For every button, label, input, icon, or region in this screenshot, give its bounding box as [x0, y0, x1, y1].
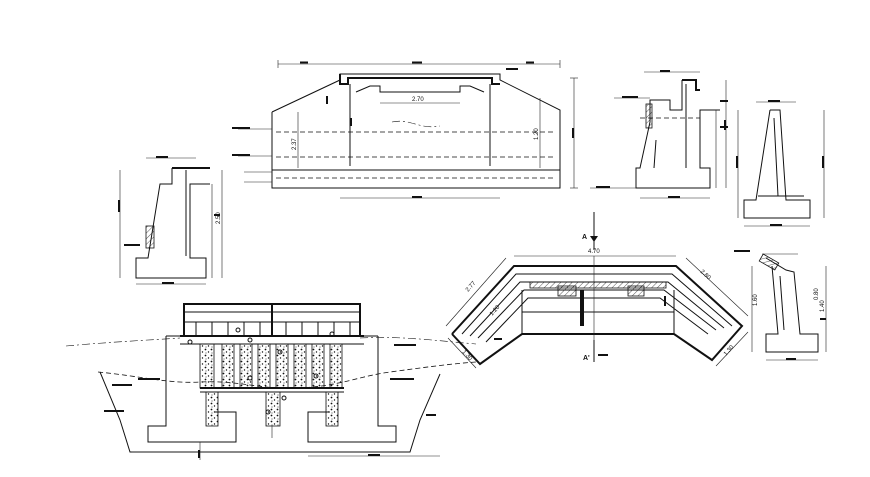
plan-left-end-dim: 1.30: [461, 349, 474, 362]
abutment-section-left: 2.50: [118, 156, 223, 285]
cross-section-view: 2.70 2.37 1.20: [232, 60, 578, 199]
section-mark-a-prime: A': [583, 355, 590, 362]
wing-right-top-dim: 0.80: [814, 288, 820, 300]
plan-view: A A' 4.70 2.77 2.80 1.20 1.30 1.30: [445, 212, 749, 369]
wing-wall-section-top-right: [736, 100, 825, 227]
cross-right-height-dim: 1.20: [534, 128, 540, 140]
plan-top-dim: 4.70: [588, 249, 600, 255]
abut-left-height-dim: 2.50: [216, 212, 222, 224]
railing-posts: [195, 322, 351, 336]
wing-right-height-dim: 1.60: [753, 294, 759, 306]
wing-wall-section-bottom-right: 1.60 0.80 1.40: [734, 250, 827, 361]
section-mark-a: A: [582, 234, 587, 241]
abutment-section-view: [590, 70, 728, 199]
bridge-elevation-view: [65, 303, 477, 460]
cross-center-dim: 2.70: [412, 97, 424, 103]
cross-height-dim: 2.37: [292, 138, 298, 150]
plan-left-slope-dim: 2.77: [465, 280, 478, 293]
pier-columns: [199, 343, 343, 389]
abut-right-height-dim: 1.40: [820, 300, 826, 312]
plan-right-slope-dim: 2.80: [699, 269, 712, 282]
